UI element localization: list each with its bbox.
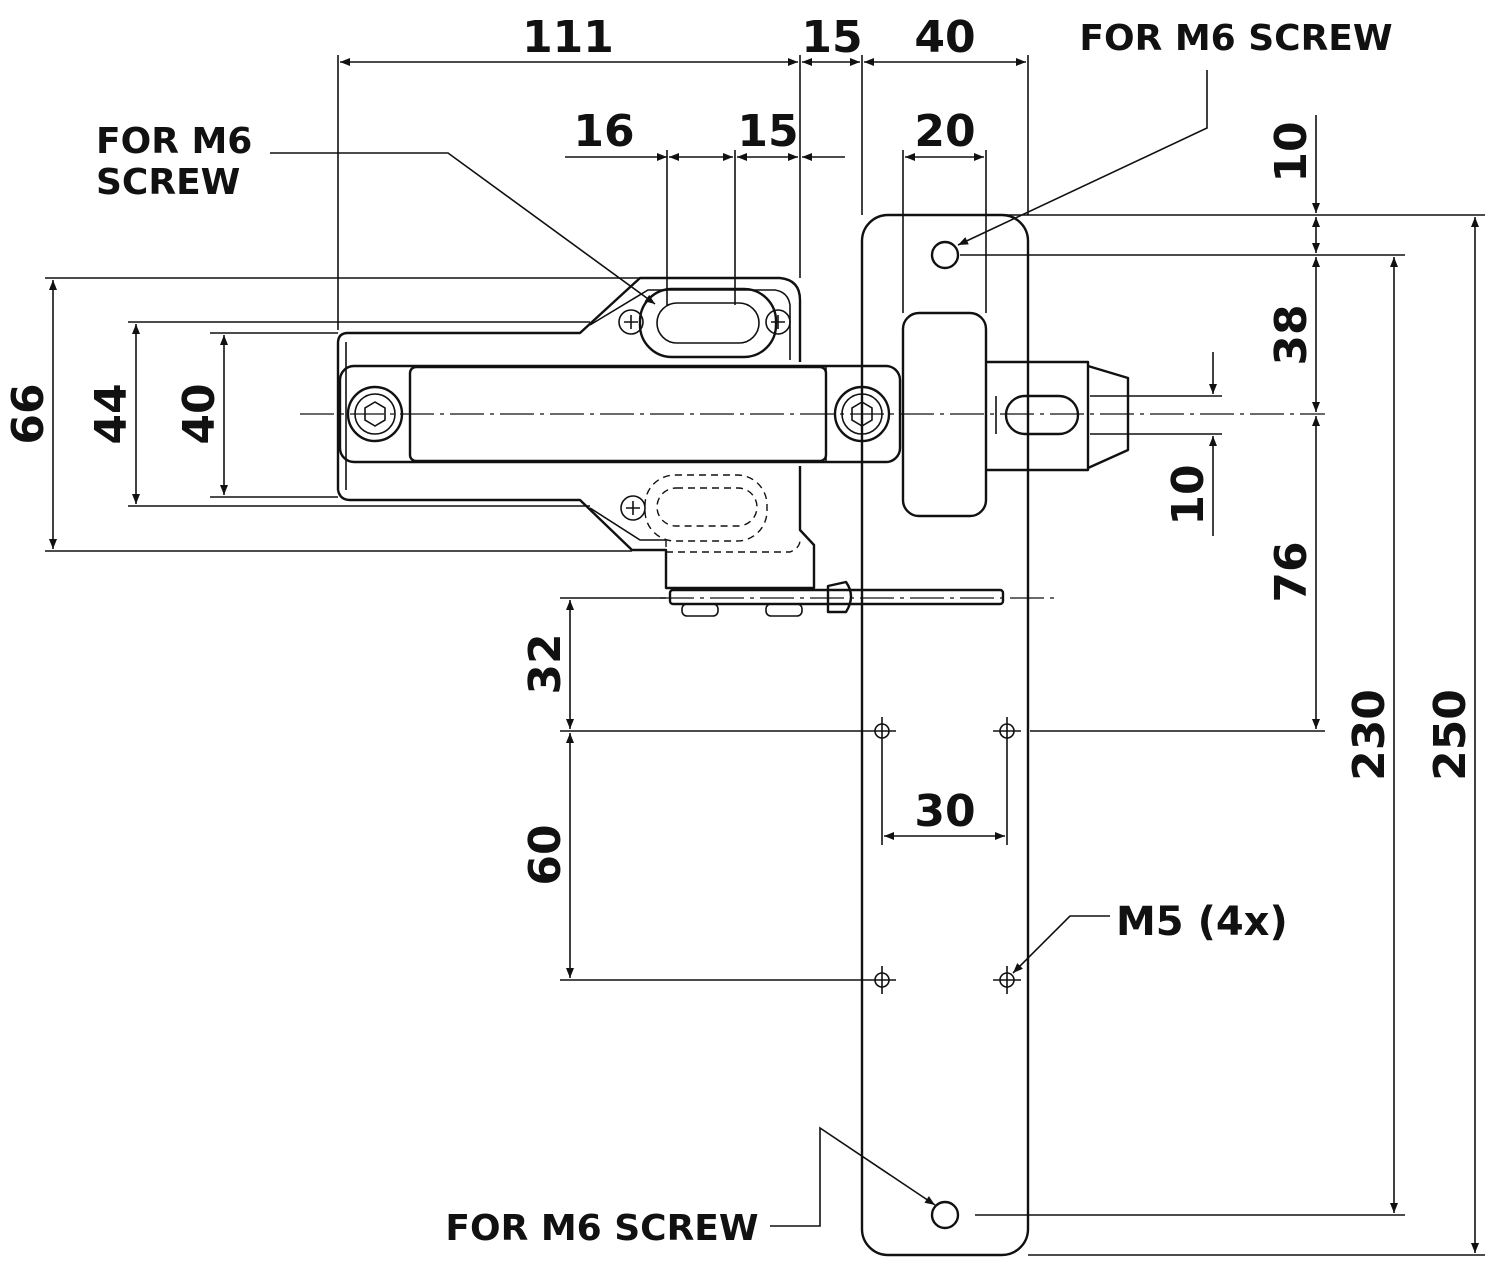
extension-lines bbox=[45, 55, 1485, 1256]
upper-slot-screw-right bbox=[765, 309, 791, 335]
dim-60: 60 bbox=[520, 824, 571, 885]
label-screw-top-right: FOR M6 SCREW bbox=[1079, 18, 1392, 59]
dim-32: 32 bbox=[520, 633, 571, 694]
leader-bottom bbox=[770, 1126, 936, 1227]
dim-10-top: 10 bbox=[1266, 121, 1317, 182]
label-screw-left-line2: SCREW bbox=[96, 162, 240, 203]
plunger-body bbox=[986, 360, 1090, 472]
dimension-values: 111 15 40 16 15 20 30 10 38 76 10 230 25… bbox=[3, 12, 1476, 886]
leader-m5 bbox=[1012, 915, 1110, 974]
dim-10-right: 10 bbox=[1163, 464, 1214, 525]
lower-slot-boss bbox=[644, 474, 768, 542]
callout-labels: FOR M6 SCREW FOR M6 SCREW M5 (4x) FOR M6… bbox=[96, 18, 1393, 1249]
dim-230: 230 bbox=[1344, 689, 1395, 781]
dim-15-top: 15 bbox=[801, 12, 862, 63]
dim-15-mid: 15 bbox=[737, 106, 798, 157]
cable-ferrule bbox=[826, 580, 853, 614]
plunger-tip bbox=[1087, 364, 1130, 470]
lower-bracket bbox=[336, 466, 816, 590]
leader-lines bbox=[270, 70, 1208, 1227]
dim-66: 66 bbox=[3, 383, 54, 444]
mounting-plate bbox=[860, 213, 1030, 1257]
dimension-lines bbox=[49, 58, 1479, 1253]
m5-holes bbox=[868, 717, 1021, 994]
dim-40-top: 40 bbox=[914, 12, 975, 63]
dim-40-left: 40 bbox=[174, 383, 225, 444]
upper-bracket bbox=[336, 276, 802, 490]
dim-30: 30 bbox=[914, 786, 975, 837]
lower-boss-outline bbox=[589, 507, 666, 541]
center-lines bbox=[300, 413, 1325, 599]
plunger-slot bbox=[1004, 394, 1080, 436]
upper-boss-outline bbox=[589, 289, 791, 360]
upper-slot bbox=[656, 302, 760, 344]
upper-slot-screw-left bbox=[618, 309, 644, 335]
dim-76: 76 bbox=[1266, 541, 1317, 602]
plate-hole-bottom bbox=[930, 1200, 960, 1230]
part-geometry bbox=[336, 213, 1130, 1257]
dim-16: 16 bbox=[573, 106, 634, 157]
cable-boss-2 bbox=[765, 603, 803, 617]
lower-slot bbox=[656, 487, 758, 527]
cable-boss-1 bbox=[681, 603, 719, 617]
plate-hole-top bbox=[930, 240, 960, 270]
dim-38: 38 bbox=[1266, 304, 1317, 365]
lower-hidden-housing bbox=[665, 539, 801, 553]
label-screw-left-line1: FOR M6 bbox=[96, 121, 252, 162]
dim-111: 111 bbox=[522, 12, 614, 63]
leader-left bbox=[270, 152, 656, 305]
lower-slot-screw bbox=[620, 495, 646, 521]
leader-top-right bbox=[957, 70, 1208, 246]
dim-44: 44 bbox=[86, 383, 137, 444]
dim-20: 20 bbox=[914, 106, 975, 157]
label-m5: M5 (4x) bbox=[1116, 899, 1288, 945]
upper-slot-boss bbox=[638, 287, 778, 359]
cable-rod bbox=[668, 588, 1005, 606]
dim-250: 250 bbox=[1425, 689, 1476, 781]
label-screw-bottom: FOR M6 SCREW bbox=[445, 1208, 758, 1249]
